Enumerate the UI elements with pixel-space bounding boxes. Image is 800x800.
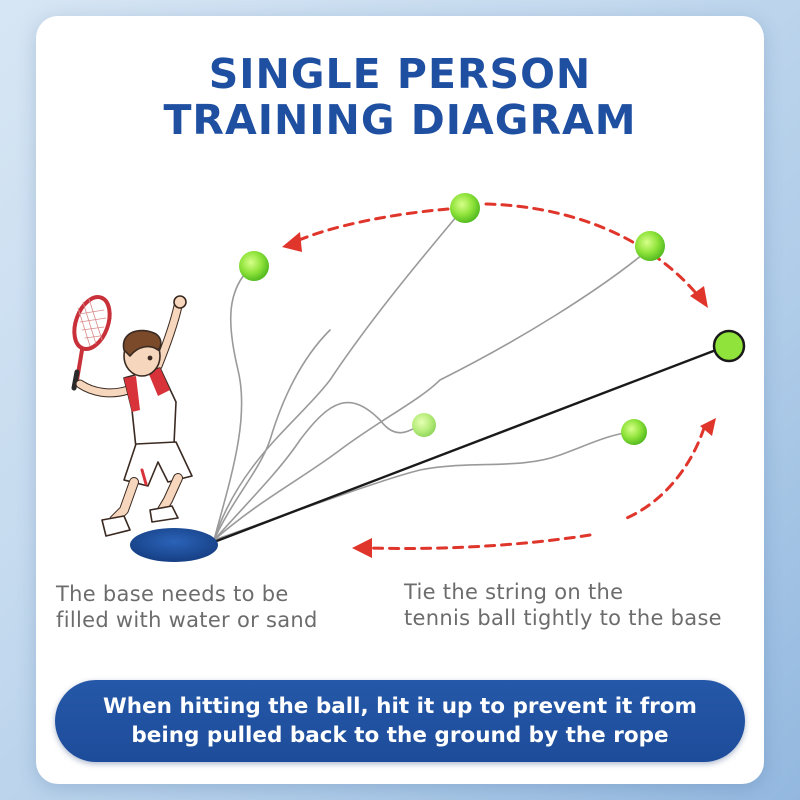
banner-line-2: being pulled back to the ground by the r… [131, 723, 669, 748]
tennis-ball-icon [635, 231, 665, 261]
arrowhead-top-left [282, 232, 302, 252]
arrow-top-right [484, 202, 697, 294]
weighted-base-icon [130, 528, 218, 562]
trace-5 [213, 431, 633, 541]
tennis-ball-icon [239, 251, 269, 281]
tennis-ball-icon [412, 413, 436, 437]
tennis-ball-icon [712, 329, 746, 363]
arrow-top-left [290, 207, 450, 245]
arrowheads [282, 232, 716, 558]
arrow-lower-right [620, 426, 706, 522]
base-caption: The base needs to be filled with water o… [56, 581, 318, 633]
string-caption: Tie the string on the tennis ball tightl… [404, 579, 722, 631]
banner-line-1: When hitting the ball, hit it up to prev… [103, 694, 697, 719]
trace-6 [213, 329, 331, 541]
tennis-player-illustration [71, 295, 193, 537]
motion-arrows [290, 202, 706, 550]
tennis-balls [239, 193, 746, 445]
trace-2 [213, 209, 463, 541]
arrowhead-lower-right [700, 418, 716, 436]
arrow-bottom [368, 533, 592, 550]
trace-3 [213, 249, 649, 541]
rope-traces [213, 209, 649, 541]
base-caption-line-2: filled with water or sand [56, 608, 318, 632]
instruction-banner: When hitting the ball, hit it up to prev… [55, 680, 745, 762]
arrowhead-bottom [352, 538, 372, 558]
arrowhead-top-right [690, 286, 708, 308]
tennis-racket-icon [71, 295, 112, 391]
base-caption-line-1: The base needs to be [56, 582, 289, 606]
tennis-ball-icon [621, 419, 647, 445]
title-line-2: TRAINING DIAGRAM [163, 96, 637, 144]
trace-4 [213, 401, 421, 541]
title-line-1: SINGLE PERSON [208, 50, 592, 98]
trace-1 [213, 267, 251, 541]
string-caption-line-1: Tie the string on the [404, 580, 624, 604]
tennis-ball-icon [450, 193, 480, 223]
string-caption-line-2: tennis ball tightly to the base [404, 606, 722, 630]
main-rope [213, 348, 717, 544]
